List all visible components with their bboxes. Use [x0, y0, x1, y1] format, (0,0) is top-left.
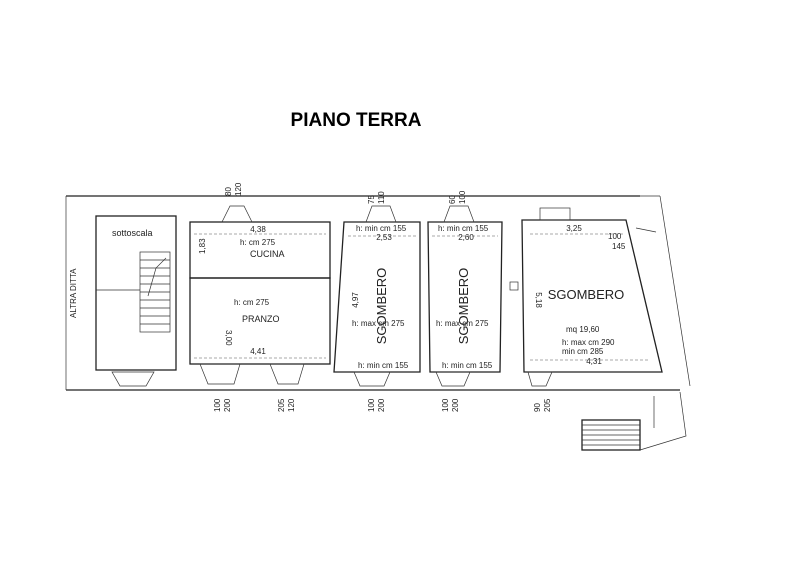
dim-pranzo-width: 4,41 [250, 347, 266, 356]
dim-sg1-bottom: h: min cm 155 [358, 361, 409, 370]
outer-boundary [65, 195, 691, 391]
opening-bottom-2-a: 205 [277, 398, 286, 412]
dim-sg1-depth: 4,97 [351, 292, 360, 308]
bottom-openings: 100 200 205 120 100 200 100 200 90 205 [111, 363, 553, 412]
room-sgombero-1: h: min cm 155 2,53 SGOMBERO 4,97 h: max … [333, 221, 421, 373]
opening-bottom-3-b: 200 [377, 398, 386, 412]
dim-cucina-height: h: cm 275 [240, 238, 276, 247]
dim-sg1-width: 2,53 [376, 233, 392, 242]
opening-top-3-b: 100 [458, 190, 467, 204]
label-sgombero-2: SGOMBERO [456, 268, 471, 345]
opening-top-2-a: 75 [367, 195, 376, 204]
opening-top-1-a: 80 [224, 187, 233, 196]
opening-bottom-5-a: 90 [533, 403, 542, 412]
dim-sg3-max: h: max cm 290 [562, 338, 615, 347]
neighbor-label: ALTRA DITTA [69, 268, 78, 318]
dim-sg3-bottom-width: 4,31 [586, 357, 602, 366]
opening-bottom-3-a: 100 [367, 398, 376, 412]
dim-sg3-window-b: 145 [612, 242, 626, 251]
label-sgombero-1: SGOMBERO [374, 268, 389, 345]
opening-top-1-b: 120 [234, 182, 243, 196]
opening-bottom-4-a: 100 [441, 398, 450, 412]
room-sgombero-3: 3,25 100 145 SGOMBERO 5,18 mq 19,60 h: m… [521, 207, 663, 373]
opening-top-2-b: 110 [377, 191, 386, 204]
label-sgombero-3: SGOMBERO [548, 287, 625, 302]
dim-sg3-depth: 5,18 [534, 292, 543, 308]
dim-sg2-width: 2,60 [458, 233, 474, 242]
label-pranzo: PRANZO [242, 314, 280, 324]
top-openings: 80 120 75 110 60 100 [221, 182, 475, 223]
room-cucina: 4,38 h: cm 275 CUCINA 1,83 [189, 221, 331, 279]
dim-sg3-window-a: 100 [608, 232, 622, 241]
opening-bottom-5-b: 205 [543, 398, 552, 412]
opening-top-3-a: 60 [448, 195, 457, 204]
dim-sg2-max: h: max cm 275 [436, 319, 489, 328]
opening-bottom-1-b: 200 [223, 398, 232, 412]
dim-cucina-width: 4,38 [250, 225, 266, 234]
room-sgombero-2: h: min cm 155 2,60 SGOMBERO h: max cm 27… [427, 221, 519, 373]
dim-sg3-area: mq 19,60 [566, 325, 600, 334]
dim-pranzo-height: h: cm 275 [234, 298, 270, 307]
opening-bottom-2-b: 120 [287, 398, 296, 412]
dim-pranzo-depth: 3,00 [224, 330, 233, 346]
dim-sg3-min: min cm 285 [562, 347, 604, 356]
plan-title: PIANO TERRA [291, 110, 422, 131]
room-sottoscala: sottoscala [95, 215, 177, 371]
room-pranzo: h: cm 275 PRANZO 3,00 4,41 [189, 277, 331, 365]
dim-sg1-top: h: min cm 155 [356, 224, 407, 233]
dim-sg1-max: h: max cm 275 [352, 319, 405, 328]
dim-sg2-bottom: h: min cm 155 [442, 361, 493, 370]
dim-sg2-top: h: min cm 155 [438, 224, 489, 233]
dim-cucina-depth: 1,83 [198, 238, 207, 254]
opening-bottom-4-b: 200 [451, 398, 460, 412]
opening-bottom-1-a: 100 [213, 398, 222, 412]
label-cucina: CUCINA [250, 249, 285, 259]
label-sottoscala: sottoscala [112, 228, 153, 238]
dim-sg3-width: 3,25 [566, 224, 582, 233]
external-stair [581, 391, 687, 451]
